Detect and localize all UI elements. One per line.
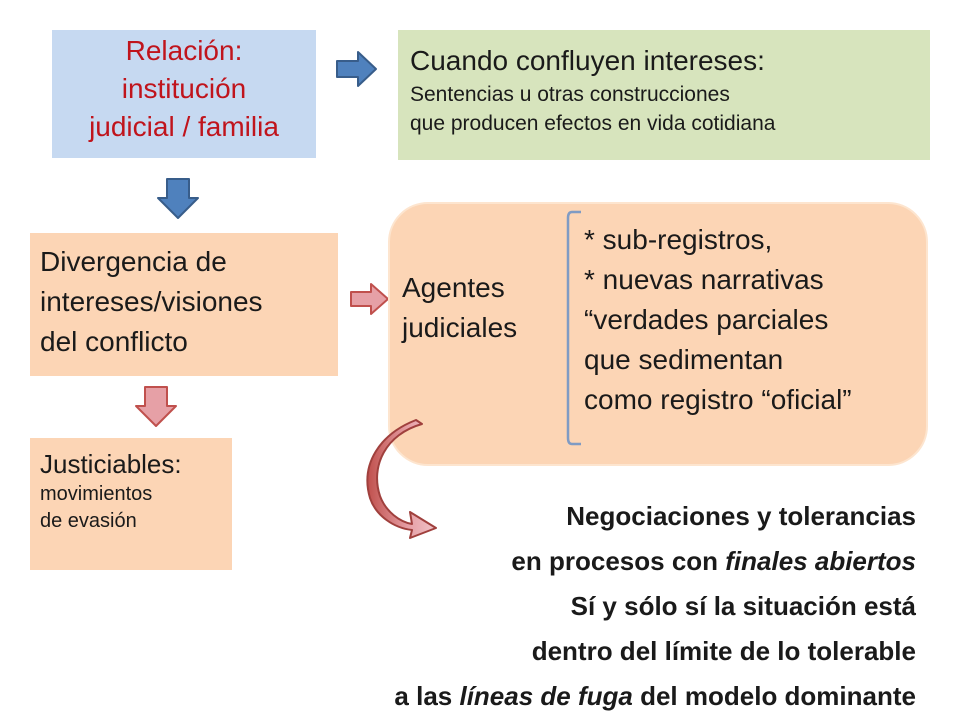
agentes-label-line-2: judiciales xyxy=(402,312,518,343)
negociaciones-line-2-a: en procesos con xyxy=(511,546,726,576)
blue-down-arrow-icon xyxy=(157,178,199,219)
blue-right-arrow-icon xyxy=(336,51,377,87)
negociaciones-line-5: a las líneas de fuga del modelo dominant… xyxy=(394,674,916,719)
negociaciones-block: Negociaciones y tolerancias en procesos … xyxy=(394,494,916,719)
negociaciones-line-5-a: a las xyxy=(394,681,460,711)
relacion-line-2: institución xyxy=(121,73,247,104)
agentes-list: * sub-registros, * nuevas narrativas “ve… xyxy=(584,220,852,420)
justiciables-line-2: de evasión xyxy=(40,510,137,532)
confluyen-box: Cuando confluyen intereses: Sentencias u… xyxy=(398,30,930,160)
agentes-item-1: * sub-registros, xyxy=(584,224,773,255)
divergencia-box: Divergencia de intereses/visiones del co… xyxy=(30,233,338,376)
justiciables-line-1: movimientos xyxy=(40,483,153,505)
negociaciones-line-3: Sí y sólo sí la situación está xyxy=(570,591,916,621)
confluyen-title: Cuando confluyen intereses: xyxy=(410,45,765,76)
agentes-item-3: “verdades parciales xyxy=(584,304,829,335)
confluyen-line-2: que producen efectos en vida cotidiana xyxy=(410,112,776,135)
agentes-label-line-1: Agentes xyxy=(402,272,505,303)
left-bracket-icon xyxy=(566,210,581,446)
negociaciones-line-5-b: líneas de fuga xyxy=(459,681,633,711)
relacion-line-1: Relación: xyxy=(125,35,243,66)
divergencia-line-2: intereses/visiones xyxy=(40,286,263,317)
relacion-box: Relación: institución judicial / familia xyxy=(52,30,316,158)
confluyen-line-1: Sentencias u otras construcciones xyxy=(410,83,730,106)
relacion-line-3: judicial / familia xyxy=(89,111,279,142)
justiciables-title: Justiciables: xyxy=(40,449,182,479)
pink-down-arrow-icon xyxy=(135,386,177,427)
curved-arrow-icon xyxy=(366,419,437,539)
negociaciones-line-2-b: finales abiertos xyxy=(725,546,916,576)
agentes-item-2: * nuevas narrativas xyxy=(584,264,824,295)
justiciables-box: Justiciables: movimientos de evasión xyxy=(30,438,232,570)
divergencia-line-3: del conflicto xyxy=(40,326,188,357)
negociaciones-line-5-c: del modelo dominante xyxy=(632,681,916,711)
negociaciones-line-2: en procesos con finales abiertos xyxy=(394,539,916,584)
divergencia-line-1: Divergencia de xyxy=(40,246,227,277)
agentes-item-4: que sedimentan xyxy=(584,344,784,375)
pink-right-arrow-icon xyxy=(350,283,389,315)
agentes-box: Agentes judiciales * sub-registros, * nu… xyxy=(388,202,928,466)
negociaciones-line-4: dentro del límite de lo tolerable xyxy=(531,636,916,666)
negociaciones-line-1: Negociaciones y tolerancias xyxy=(566,501,916,531)
agentes-label: Agentes judiciales xyxy=(402,268,517,348)
agentes-item-5: como registro “oficial” xyxy=(584,384,852,415)
